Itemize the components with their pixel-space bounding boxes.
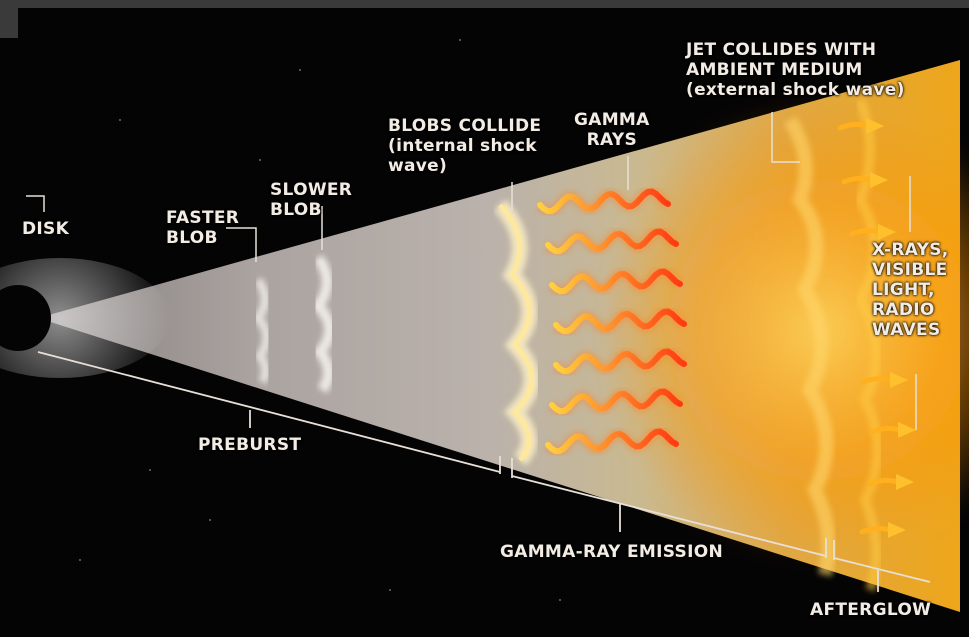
afterglow-radiation-label-line: LIGHT,: [872, 280, 949, 300]
disk-label: DISK: [22, 219, 69, 239]
afterglow-phase-label: AFTERGLOW: [810, 600, 931, 620]
slower-blob-label-line: SLOWER: [270, 180, 352, 200]
faster-blob-label-line: BLOB: [166, 228, 239, 248]
slower-blob-label: SLOWER BLOB: [270, 180, 352, 220]
afterglow-radiation-label-line: RADIO: [872, 300, 949, 320]
top-frame-strip: [0, 0, 969, 8]
jet-collides-label-line: (external shock wave): [686, 80, 905, 100]
top-frame-notch: [0, 0, 18, 38]
gamma-rays-label: GAMMA RAYS: [574, 110, 650, 150]
disk-leader-line: [26, 196, 44, 212]
disk-label-line: DISK: [22, 219, 69, 239]
slower-blob-label-line: BLOB: [270, 200, 352, 220]
blobs-collide-label-line: wave): [388, 156, 541, 176]
jet-collides-label-line: JET COLLIDES WITH: [686, 40, 905, 60]
preburst-phase-label: PREBURST: [198, 435, 301, 455]
afterglow-radiation-label-line: WAVES: [872, 320, 949, 340]
afterglow-radiation-label-line: VISIBLE: [872, 260, 949, 280]
jet-collides-label-line: AMBIENT MEDIUM: [686, 60, 905, 80]
faster-blob-label-line: FASTER: [166, 208, 239, 228]
faster-blob-label: FASTER BLOB: [166, 208, 239, 248]
gamma-ray-emission-phase-label: GAMMA-RAY EMISSION: [500, 542, 723, 562]
jet-collides-label: JET COLLIDES WITH AMBIENT MEDIUM (extern…: [686, 40, 905, 100]
afterglow-radiation-label-line: X-RAYS,: [872, 240, 949, 260]
blobs-collide-label-line: BLOBS COLLIDE: [388, 116, 541, 136]
blobs-collide-label: BLOBS COLLIDE (internal shock wave): [388, 116, 541, 176]
gamma-rays-label-line: RAYS: [574, 130, 650, 150]
blobs-collide-label-line: (internal shock: [388, 136, 541, 156]
afterglow-radiation-label: X-RAYS, VISIBLE LIGHT, RADIO WAVES: [872, 240, 949, 340]
gamma-rays-label-line: GAMMA: [574, 110, 650, 130]
